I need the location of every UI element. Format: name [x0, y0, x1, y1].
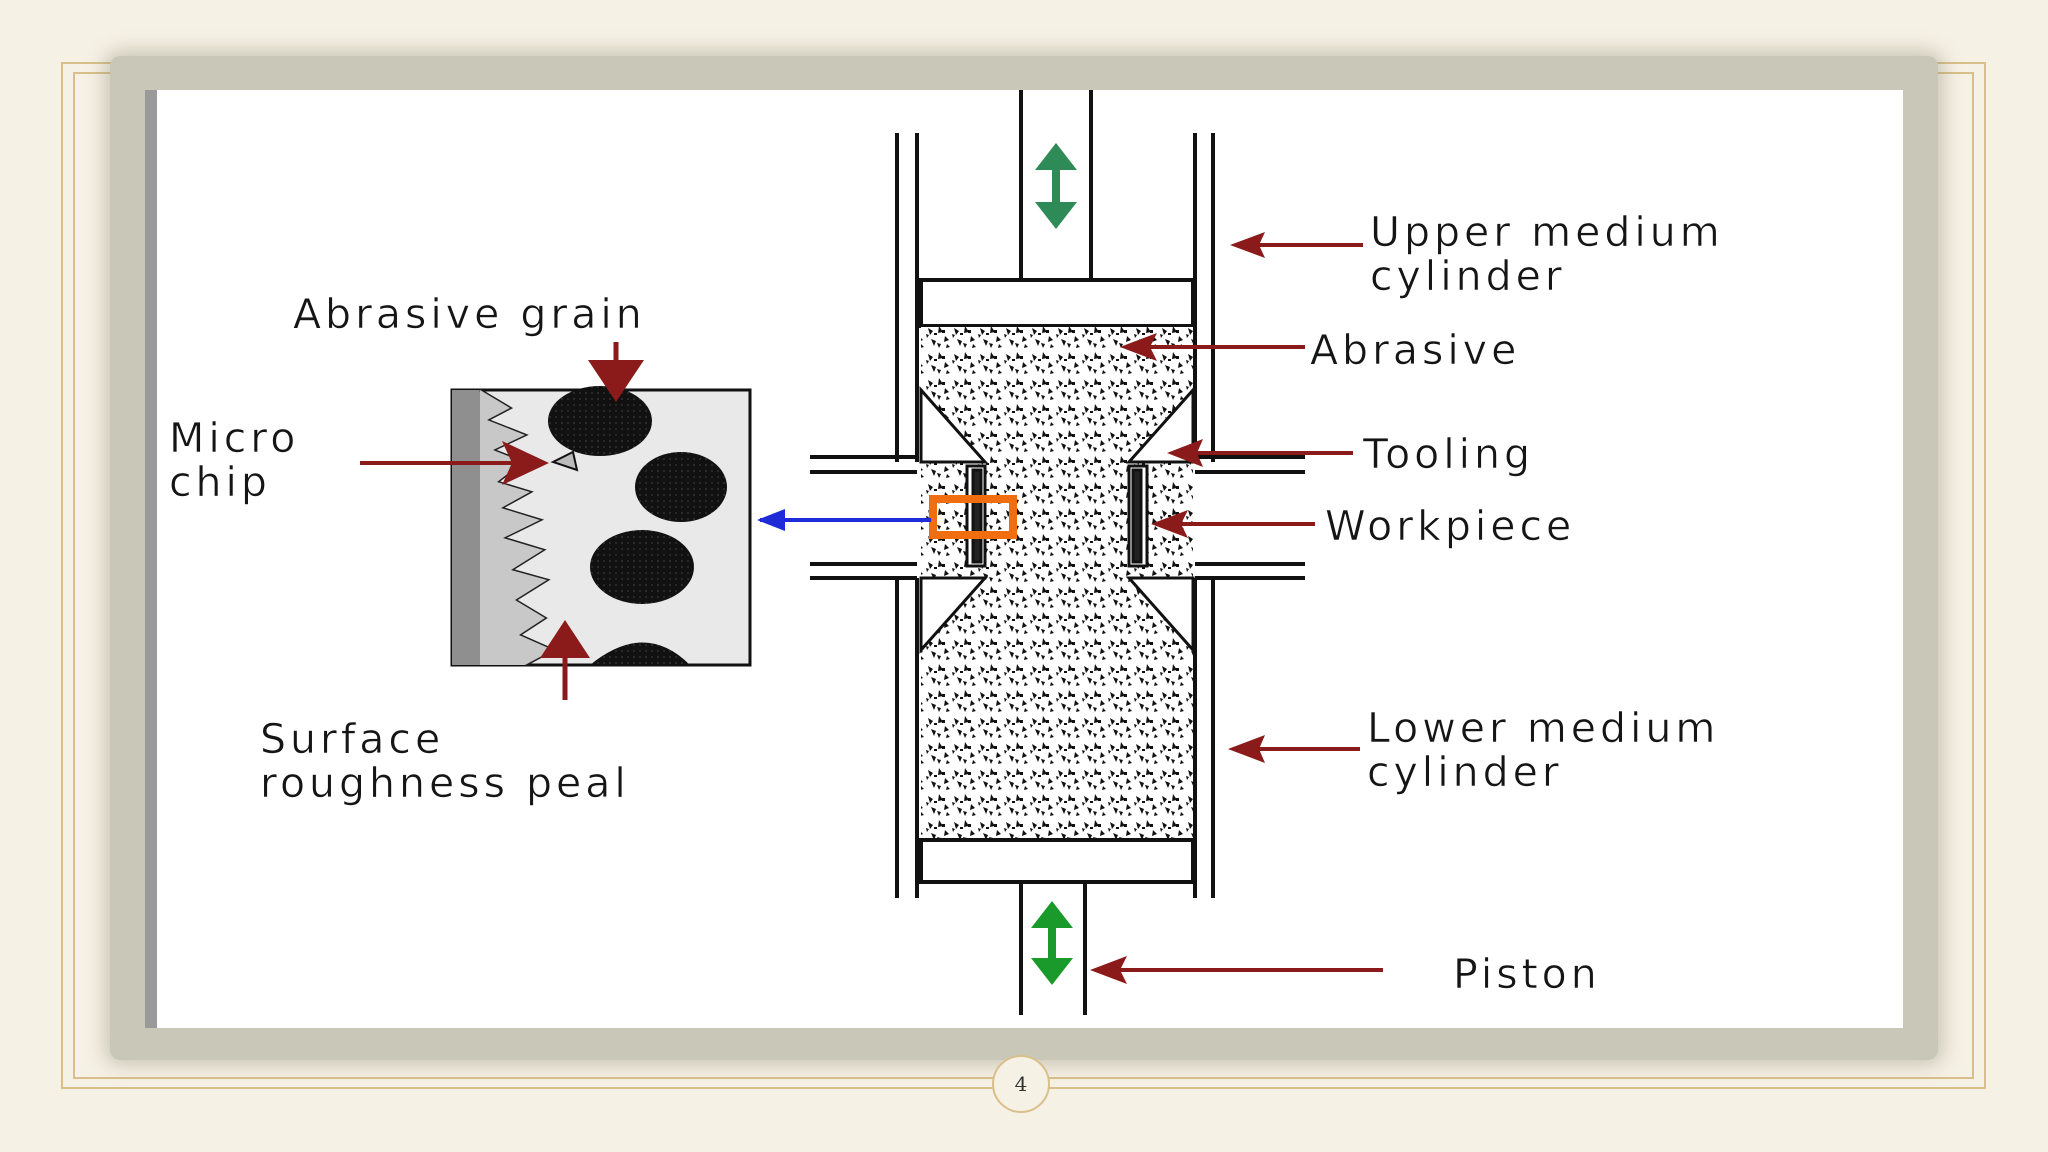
upper-piston-head [919, 278, 1195, 328]
arrow-abrasive [1120, 333, 1305, 361]
arrow-workpiece [1151, 510, 1315, 538]
label-micro-chip: Micro chip [169, 414, 300, 506]
label-piston: Piston [1453, 950, 1601, 998]
upper-piston-rod [1019, 90, 1093, 280]
picture-edge [145, 90, 157, 1028]
workpiece [965, 464, 1149, 568]
abrasive-grain-4 [590, 642, 690, 665]
zoom-region-box [929, 495, 1017, 539]
abrasive-grain-1 [548, 386, 652, 456]
abrasive-grain-3 [590, 530, 694, 604]
arrow-tooling [1167, 439, 1353, 467]
lower-piston-head [919, 838, 1195, 884]
arrow-micro-chip [360, 441, 549, 485]
label-abrasive: Abrasive [1310, 326, 1521, 374]
upper-motion-arrow [1035, 143, 1077, 229]
arrow-abrasive-grain [588, 342, 644, 402]
label-abrasive-grain: Abrasive grain [293, 290, 646, 338]
abrasive-grain-2 [635, 452, 727, 522]
micro-chip-shape [550, 450, 579, 472]
arrow-upper-cylinder [1230, 232, 1363, 258]
label-workpiece: Workpiece [1325, 502, 1576, 550]
arrow-lower-cylinder [1228, 735, 1360, 763]
label-upper-cylinder: Upper medium cylinder [1370, 208, 1724, 300]
magnified-inset [450, 386, 752, 667]
label-surface-roughness: Surface roughness peal [260, 715, 630, 807]
label-tooling: Tooling [1363, 430, 1535, 478]
lower-piston-rod [1019, 880, 1087, 1015]
afm-diagram [145, 90, 1383, 1028]
arrow-surface-roughness [540, 620, 590, 700]
diagram-canvas: Abrasive grain Micro chip Surface roughn… [145, 90, 1903, 1028]
arrow-piston [1090, 956, 1383, 984]
lower-motion-arrow [1031, 901, 1073, 985]
label-lower-cylinder: Lower medium cylinder [1367, 704, 1720, 796]
tooling [919, 386, 1195, 654]
page-number-badge: 4 [992, 1055, 1050, 1113]
tooling-flange [810, 455, 1305, 580]
zoom-pointer-arrow [757, 509, 931, 531]
